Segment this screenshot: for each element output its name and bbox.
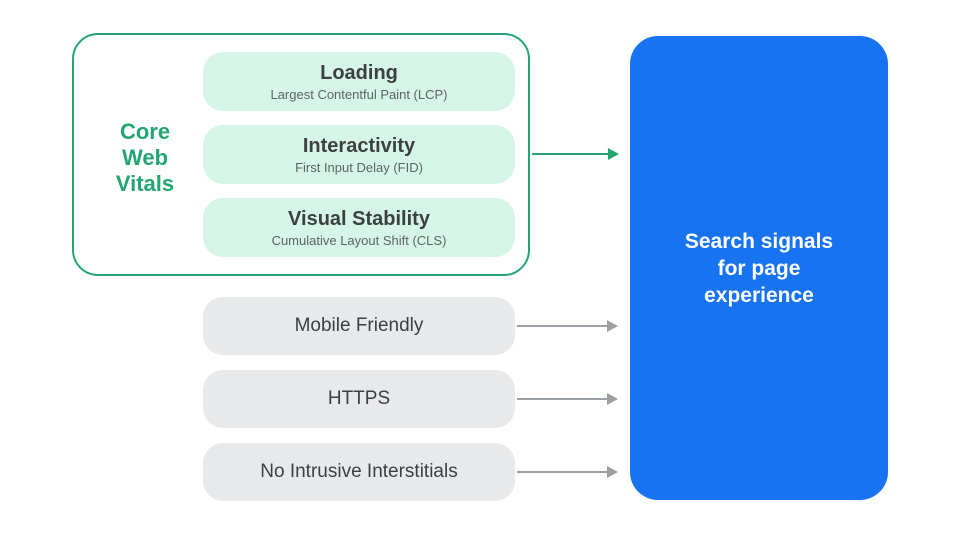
metric-title: Visual Stability <box>288 207 430 230</box>
arrow-no-intrusive-interstitials <box>517 466 618 478</box>
search-signals-result-label: Search signals for page experience <box>684 229 834 307</box>
arrow-mobile-friendly <box>517 320 618 332</box>
arrowhead-icon <box>608 148 619 160</box>
search-signals-result-card: Search signals for page experience <box>630 36 888 500</box>
arrow-core-web-vitals <box>532 148 619 160</box>
arrow-line <box>532 153 609 155</box>
arrow-https <box>517 393 618 405</box>
arrow-line <box>517 471 608 473</box>
metric-card-interactivity: Interactivity First Input Delay (FID) <box>203 125 515 184</box>
arrowhead-icon <box>607 466 618 478</box>
metric-subtitle: Largest Contentful Paint (LCP) <box>270 86 448 102</box>
metric-card-loading: Loading Largest Contentful Paint (LCP) <box>203 52 515 111</box>
core-web-vitals-group: Core Web Vitals Loading Largest Contentf… <box>72 33 530 276</box>
signal-card-https: HTTPS <box>203 370 515 428</box>
core-web-vitals-label: Core Web Vitals <box>115 119 175 196</box>
metric-title: Interactivity <box>302 134 416 157</box>
signal-label: HTTPS <box>327 388 391 409</box>
signal-label: No Intrusive Interstitials <box>260 461 458 482</box>
signal-card-no-intrusive-interstitials: No Intrusive Interstitials <box>203 443 515 501</box>
arrowhead-icon <box>607 320 618 332</box>
signal-card-mobile-friendly: Mobile Friendly <box>203 297 515 355</box>
metric-subtitle: Cumulative Layout Shift (CLS) <box>271 232 447 248</box>
metric-title: Loading <box>320 61 398 84</box>
arrow-line <box>517 325 608 327</box>
signal-label: Mobile Friendly <box>294 315 424 336</box>
metric-subtitle: First Input Delay (FID) <box>295 159 423 175</box>
metric-card-visual-stability: Visual Stability Cumulative Layout Shift… <box>203 198 515 257</box>
arrow-line <box>517 398 608 400</box>
arrowhead-icon <box>607 393 618 405</box>
